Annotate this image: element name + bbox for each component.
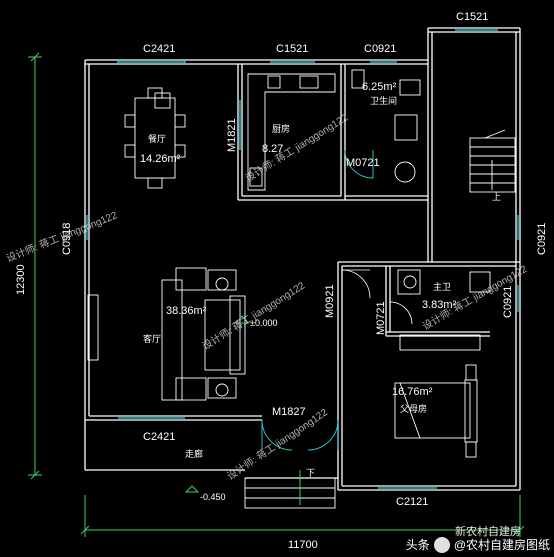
window-label-right-lower: C0921 bbox=[502, 286, 514, 318]
bath-fixtures bbox=[397, 269, 491, 295]
staircase bbox=[469, 129, 516, 193]
room-name-wc: 卫生间 bbox=[370, 95, 397, 106]
window-label-top-right: C1521 bbox=[456, 11, 488, 23]
room-area-bedroom: 16.76m² bbox=[392, 386, 433, 398]
door-swings bbox=[261, 149, 413, 451]
level-markers bbox=[184, 315, 250, 493]
window-label-top-mid: C1521 bbox=[276, 43, 308, 55]
living-sofa-set bbox=[87, 267, 246, 401]
window-label-right-upper: C0921 bbox=[536, 223, 548, 255]
bedroom-bed bbox=[394, 334, 481, 458]
stair-up-label: 上 bbox=[492, 192, 501, 202]
credit-handle: @农村自建房图纸 bbox=[453, 538, 550, 552]
room-name-bedroom: 父母房 bbox=[400, 403, 427, 414]
room-area-bath: 3.83m² bbox=[422, 299, 457, 311]
room-area-dining: 14.26m² bbox=[140, 153, 181, 165]
window-label-top-left: C2421 bbox=[143, 43, 175, 55]
door-label-kitchen: M1821 bbox=[226, 118, 238, 152]
window-label-top-wc: C0921 bbox=[364, 43, 396, 55]
watermark: 设计师: 蒋工 jianggong122 bbox=[4, 208, 119, 265]
credit-badge: 头条 @农村自建房图纸 bbox=[406, 536, 550, 553]
kitchen-counter bbox=[247, 73, 336, 191]
width-dimension-line bbox=[80, 495, 525, 537]
depth-dimension-label: 12300 bbox=[15, 264, 27, 295]
room-name-kitchen: 厨房 bbox=[272, 123, 290, 134]
walls bbox=[84, 27, 521, 491]
door-label-bath: M0721 bbox=[375, 301, 387, 335]
door-label-entrance: M1827 bbox=[272, 406, 306, 418]
depth-dimension-line bbox=[28, 52, 42, 480]
door-label-living-side: M0921 bbox=[324, 284, 336, 318]
room-name-bath: 主卫 bbox=[433, 281, 451, 292]
account-avatar-icon bbox=[433, 536, 450, 553]
dining-table bbox=[124, 87, 186, 189]
room-area-kitchen: 8.27 bbox=[262, 143, 283, 155]
room-area-living: 38.36m² bbox=[166, 305, 207, 317]
room-area-wc: 6.25m² bbox=[362, 81, 397, 93]
room-name-dining: 餐厅 bbox=[148, 133, 166, 144]
entrance-steps bbox=[244, 470, 336, 509]
room-name-corridor: 走廊 bbox=[185, 448, 203, 459]
room-name-living: 客厅 bbox=[143, 333, 161, 344]
credit-overlay: 新农村自建房 bbox=[455, 524, 521, 538]
window-marks bbox=[86, 29, 519, 489]
wc-fixtures bbox=[351, 69, 421, 183]
window-label-bottom-left: C2421 bbox=[143, 431, 175, 443]
window-label-bottom-right: C2121 bbox=[396, 496, 428, 508]
floor-level-label: ±0.000 bbox=[250, 318, 277, 328]
door-label-wc: M0721 bbox=[346, 157, 380, 169]
credit-brand: 头条 bbox=[405, 538, 430, 552]
width-dimension-label: 11700 bbox=[288, 539, 318, 551]
window-label-left: C0918 bbox=[61, 223, 73, 255]
watermark: 设计师: 蒋工 jianggong122 bbox=[243, 111, 351, 185]
outside-level-label: -0.450 bbox=[200, 492, 226, 502]
stair-down-label: 下 bbox=[306, 468, 315, 478]
